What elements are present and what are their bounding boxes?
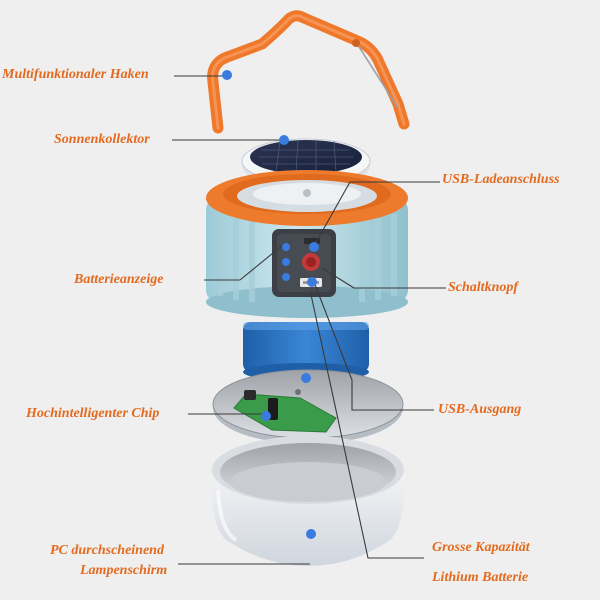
label-usb-output: USB-Ausgang bbox=[438, 402, 522, 417]
chip-board bbox=[212, 369, 404, 444]
label-lamp-shade-line1: PC durchscheinend bbox=[50, 543, 164, 558]
marker-dots bbox=[222, 70, 319, 539]
label-chip: Hochintelligenter Chip bbox=[26, 406, 160, 421]
label-battery-indicator: Batterieanzeige bbox=[74, 272, 164, 287]
lamp-shade bbox=[211, 436, 405, 566]
lantern-body bbox=[206, 170, 408, 318]
label-battery-line1: Grosse Kapazität bbox=[432, 540, 530, 555]
hook bbox=[207, 10, 410, 134]
label-lamp-shade-line2: Lampenschirm bbox=[80, 563, 168, 578]
label-hook: Multifunktionaler Haken bbox=[2, 67, 149, 82]
leader-lines bbox=[172, 75, 446, 565]
label-solar-panel: Sonnenkollektor bbox=[54, 132, 150, 147]
label-usb-charge-port: USB-Ladeanschluss bbox=[442, 172, 560, 187]
label-battery-line2: Lithium Batterie bbox=[432, 570, 529, 585]
label-switch-button: Schaltknopf bbox=[448, 280, 519, 295]
